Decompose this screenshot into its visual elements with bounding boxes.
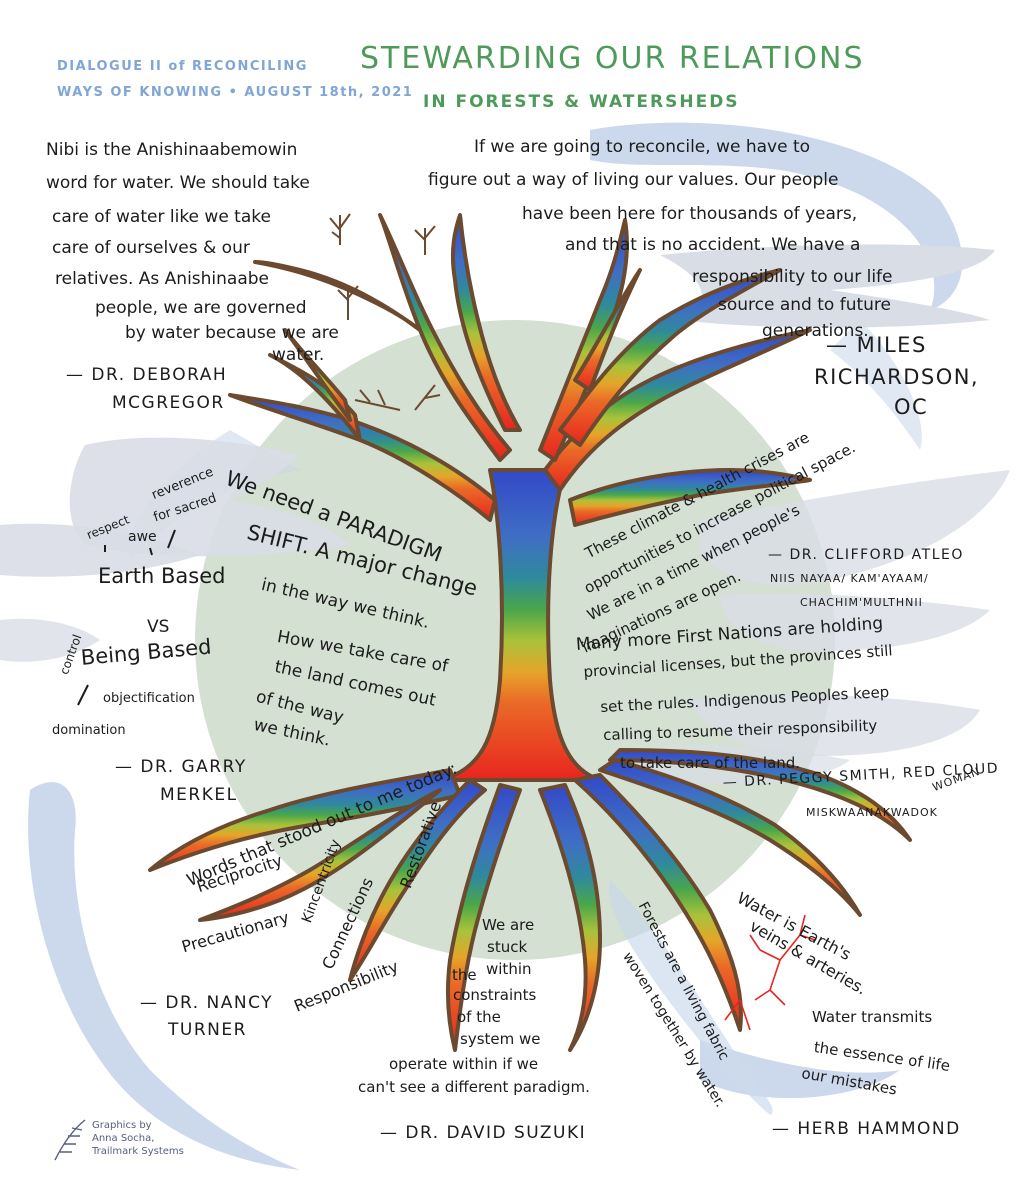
- mcgregor-quote-line3: care of water like we take: [52, 207, 271, 227]
- mcgregor-quote-line2: word for water. We should take: [46, 173, 310, 193]
- merkel-objectification: objectification: [103, 691, 195, 706]
- hammond-transmits-line1: Water transmits: [812, 1008, 933, 1026]
- atleo-attribution-line1: — DR. CLIFFORD ATLEO: [768, 547, 964, 563]
- dialogue-series-line1: DIALOGUE II of RECONCILING: [57, 59, 308, 74]
- richardson-quote-line4: and that is no accident. We have a: [565, 235, 861, 255]
- richardson-quote-line1: If we are going to reconcile, we have to: [474, 137, 811, 157]
- mcgregor-quote-line8: water.: [272, 345, 325, 365]
- mcgregor-quote-line5: relatives. As Anishinaabe: [55, 269, 270, 289]
- mcgregor-attribution-line2: MCGREGOR: [112, 393, 225, 413]
- suzuki-quote-line9: can't see a different paradigm.: [358, 1078, 590, 1096]
- richardson-quote-line2: figure out a way of living our values. O…: [428, 170, 839, 190]
- suzuki-quote-line3: within: [486, 960, 532, 978]
- mcgregor-quote-line7: by water because we are: [125, 323, 339, 343]
- merkel-attribution-line2: MERKEL: [160, 785, 238, 805]
- grey-clouds: [0, 244, 1010, 785]
- mcgregor-quote-line1: Nibi is the Anishinaabemowin: [46, 140, 298, 160]
- merkel-earth-based: Earth Based: [98, 564, 226, 588]
- mcgregor-quote-line4: care of ourselves & our: [52, 238, 250, 258]
- suzuki-quote-line7: system we: [460, 1030, 541, 1048]
- trailmark-logo: [54, 1119, 86, 1161]
- mcgregor-attribution-line1: — DR. DEBORAH: [66, 365, 228, 385]
- page-subtitle: IN FORESTS & WATERSHEDS: [423, 92, 740, 112]
- richardson-quote-line5: responsibility to our life: [692, 267, 893, 287]
- suzuki-attribution: — DR. DAVID SUZUKI: [380, 1123, 587, 1143]
- richardson-attribution-line3: OC: [894, 395, 929, 419]
- turner-attribution-line1: — DR. NANCY: [140, 993, 274, 1013]
- richardson-attribution-line1: — MILES: [826, 333, 927, 357]
- suzuki-quote-line4: the: [452, 966, 477, 984]
- smith-quote-line5: to take care of the land.: [620, 754, 801, 772]
- merkel-vs: VS: [147, 617, 170, 637]
- capillaries: [724, 914, 816, 1031]
- turner-attribution-line2: TURNER: [168, 1020, 247, 1040]
- tree: [148, 213, 912, 1052]
- richardson-attribution-line2: RICHARDSON,: [814, 365, 980, 389]
- merkel-attribution-line1: — DR. GARRY: [115, 757, 247, 777]
- richardson-quote-line3: have been here for thousands of years,: [522, 204, 858, 224]
- page-title: STEWARDING OUR RELATIONS: [360, 41, 865, 76]
- sprigs: [329, 213, 441, 411]
- atleo-attribution-line3: CHACHIM'MULTHNII: [800, 596, 923, 609]
- smith-attribution-line3: MISKWAANAKWADOK: [806, 806, 938, 819]
- merkel-domination: domination: [52, 723, 126, 738]
- richardson-quote-line6: source and to future: [718, 295, 891, 315]
- hammond-attribution: — HERB HAMMOND: [772, 1119, 961, 1139]
- suzuki-quote-line8: operate within if we: [389, 1055, 539, 1073]
- credit-line1: Graphics by: [92, 1120, 152, 1131]
- suzuki-quote-line1: We are: [482, 916, 535, 934]
- credit-line2: Anna Socha,: [92, 1133, 155, 1144]
- dialogue-series-line2: WAYS OF KNOWING • AUGUST 18th, 2021: [57, 85, 414, 100]
- merkel-awe: awe: [128, 529, 157, 545]
- suzuki-quote-line6: of the: [457, 1008, 501, 1026]
- suzuki-quote-line2: stuck: [487, 938, 528, 956]
- credit-line3: Trailmark Systems: [92, 1146, 184, 1157]
- suzuki-quote-line5: constraints: [453, 986, 537, 1004]
- richardson-quote-line7: generations.: [762, 321, 869, 341]
- mcgregor-quote-line6: people, we are governed: [95, 298, 307, 318]
- atleo-attribution-line2: NIIS NAYAA/ KAM'AYAAM/: [770, 572, 929, 585]
- merkel-diagram-strokes: [77, 529, 176, 706]
